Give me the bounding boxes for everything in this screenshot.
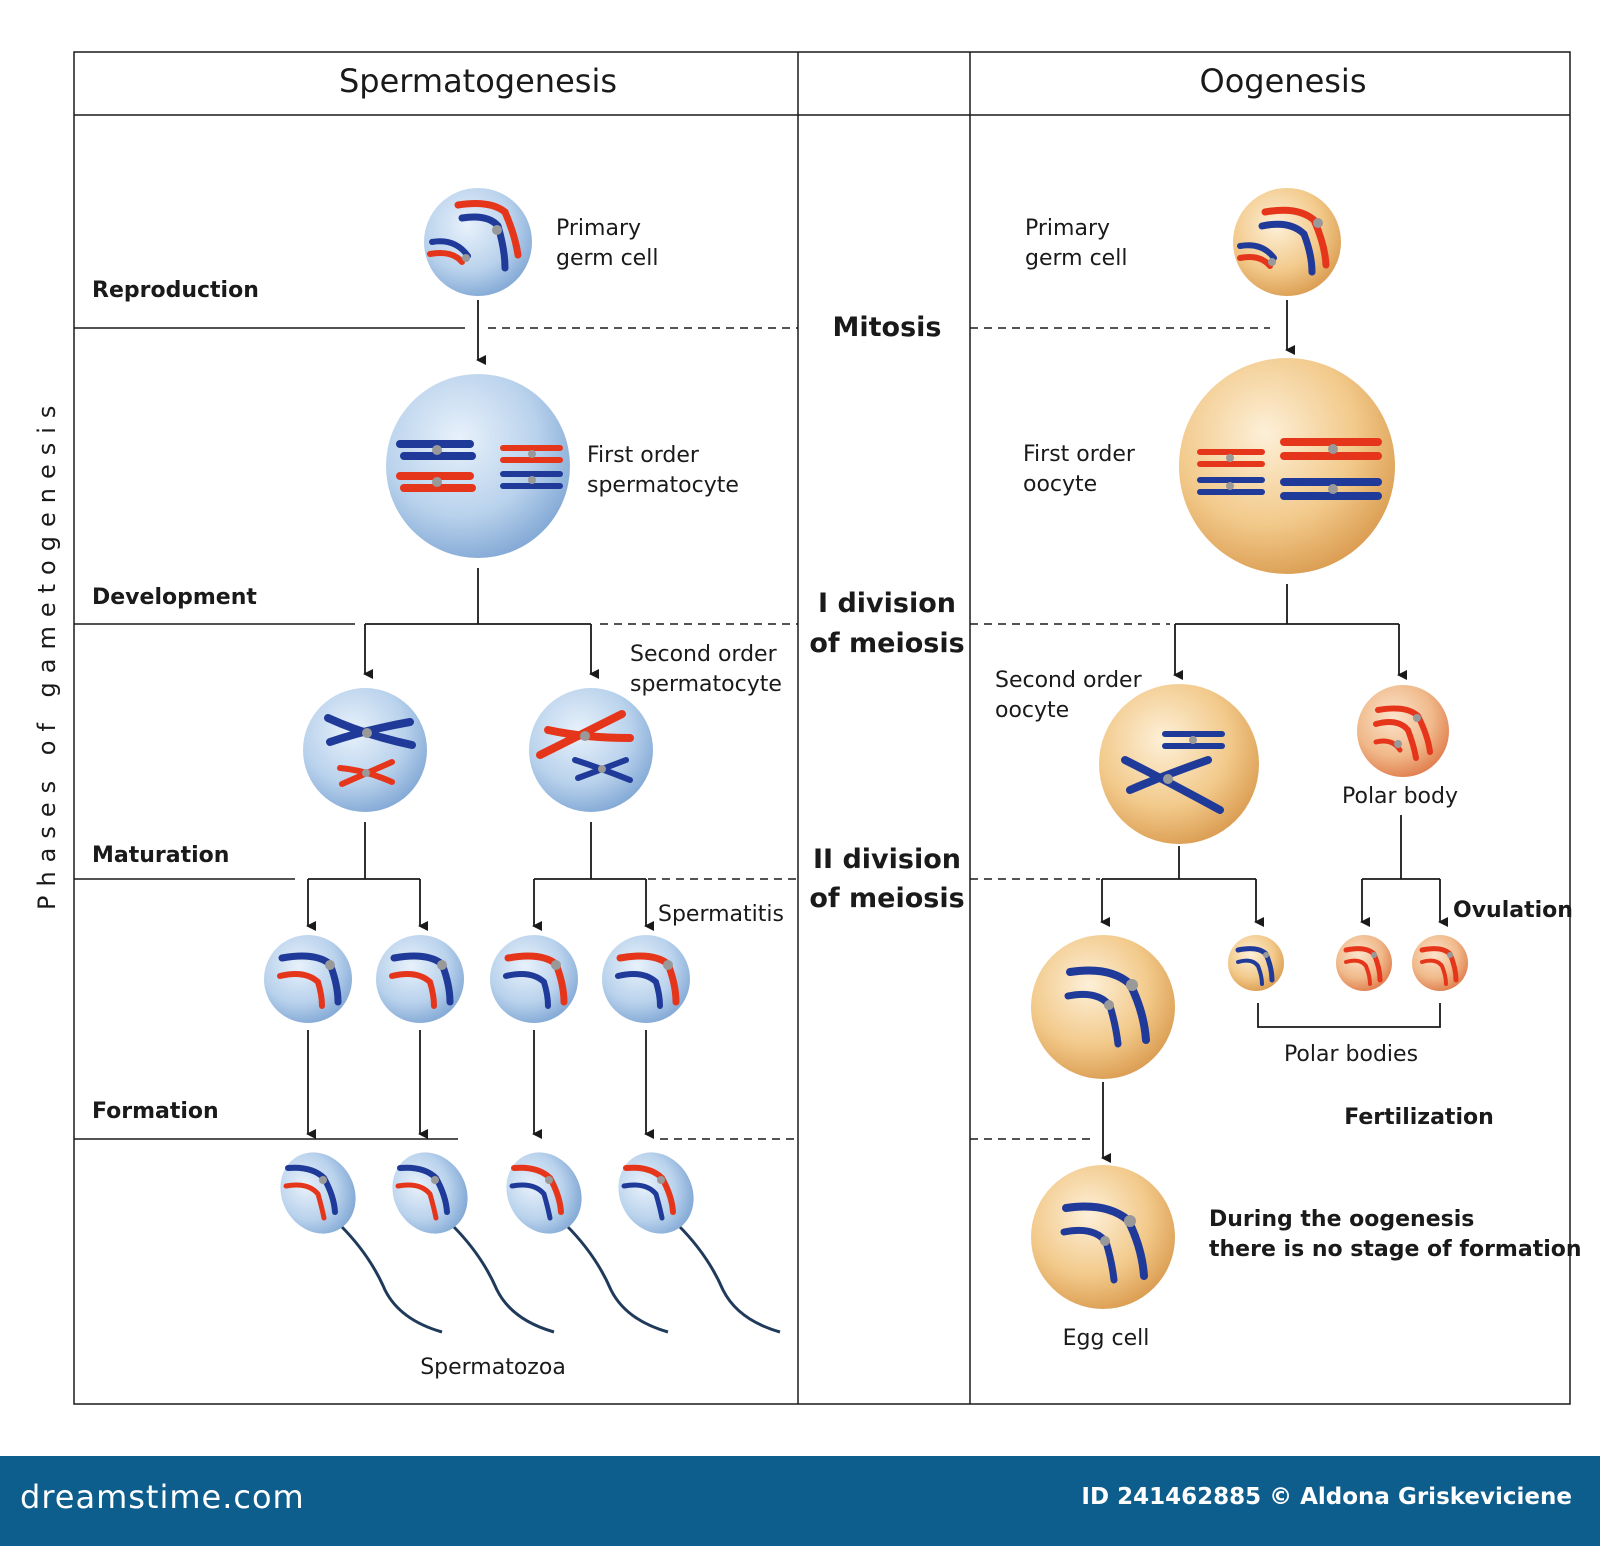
polar-body-label: Polar body xyxy=(1342,784,1458,809)
spermatozoon-2 xyxy=(392,1152,555,1334)
egg-cell-label: Egg cell xyxy=(1063,1326,1150,1351)
polar-body-small-2 xyxy=(1336,935,1392,991)
label-meiosis1-line1: I division xyxy=(818,588,956,619)
oo-primary-label-1: Primary xyxy=(1025,216,1110,241)
second-order-spermatocyte-label-1: Second order xyxy=(630,642,778,667)
table-frame xyxy=(73,51,1571,1405)
phase-formation: Formation xyxy=(92,1099,219,1124)
fertilization-label: Fertilization xyxy=(1344,1105,1494,1130)
first-order-oocyte xyxy=(1179,358,1395,574)
label-meiosis2-line1: II division xyxy=(813,844,961,875)
first-polar-body xyxy=(1357,685,1449,777)
second-order-spermatocyte-left xyxy=(303,688,427,812)
phase-separators xyxy=(74,327,465,1140)
side-title: Phases of gametogenesis xyxy=(33,397,61,910)
arrows-sperm-meiosis1 xyxy=(363,568,599,679)
footer-brand-logo[interactable]: dreamstime.com xyxy=(20,1478,305,1516)
second-order-spermatocyte-right xyxy=(529,688,653,812)
phase-reproduction: Reproduction xyxy=(92,278,259,303)
first-order-spermatocyte-label-2: spermatocyte xyxy=(587,473,739,498)
arrows-sperm-meiosis2 xyxy=(306,822,654,931)
second-order-oocyte-label-2: oocyte xyxy=(995,698,1069,723)
spermatozoon-3 xyxy=(506,1152,669,1334)
header-spermatogenesis: Spermatogenesis xyxy=(339,62,617,100)
sperm-primary-label-2: germ cell xyxy=(556,246,658,271)
phase-development: Development xyxy=(92,585,257,610)
oogenesis-note-line-1: During the oogenesis xyxy=(1209,1207,1474,1232)
polar-bodies-label: Polar bodies xyxy=(1284,1042,1418,1067)
sperm-primary-label-1: Primary xyxy=(556,216,641,241)
arrows-oo-meiosis2 xyxy=(1100,815,1448,927)
oo-primary-germ-cell xyxy=(1233,188,1341,296)
oogenesis-note-line-2: there is no stage of formation xyxy=(1209,1237,1582,1262)
polar-bodies-bracket xyxy=(1257,1003,1441,1028)
second-order-oocyte-label-1: Second order xyxy=(995,668,1143,693)
first-order-spermatocyte-label-1: First order xyxy=(587,443,700,468)
arrows-oo-meiosis1 xyxy=(1173,584,1407,680)
second-order-oocyte xyxy=(1099,684,1259,844)
polar-body-small-1 xyxy=(1228,935,1284,991)
polar-body-small-3 xyxy=(1412,935,1468,991)
second-order-spermatocyte-label-2: spermatocyte xyxy=(630,672,782,697)
first-order-spermatocyte xyxy=(386,374,570,558)
spermatozoon-1 xyxy=(280,1152,443,1334)
oo-primary-label-2: germ cell xyxy=(1025,246,1127,271)
arrows-sperm-formation xyxy=(306,1030,654,1139)
mature-ovum xyxy=(1031,935,1175,1079)
spermatozoon-4 xyxy=(618,1152,781,1334)
gametogenesis-diagram: Spermatogenesis Oogenesis Phases of game… xyxy=(33,51,1582,1405)
label-meiosis1-line2: of meiosis xyxy=(809,628,964,659)
spermatid-2 xyxy=(376,935,464,1023)
spermatid-1 xyxy=(264,935,352,1023)
dashed-separators xyxy=(488,327,1270,1140)
spermatids-label: Spermatitis xyxy=(658,902,784,927)
egg-cell xyxy=(1031,1165,1175,1309)
first-order-oocyte-label-2: oocyte xyxy=(1023,472,1097,497)
label-mitosis: Mitosis xyxy=(833,312,942,343)
phase-maturation: Maturation xyxy=(92,843,229,868)
first-order-oocyte-label-1: First order xyxy=(1023,442,1136,467)
spermatozoa-label: Spermatozoa xyxy=(420,1355,566,1380)
label-meiosis2-line2: of meiosis xyxy=(809,883,964,914)
sperm-primary-germ-cell xyxy=(424,188,532,296)
footer-credit: ID 241462885 © Aldona Griskeviciene xyxy=(1081,1484,1572,1510)
footer-bar: dreamstime.com ID 241462885 © Aldona Gri… xyxy=(0,1456,1600,1546)
spermatid-4 xyxy=(602,935,690,1023)
ovulation-label: Ovulation xyxy=(1453,898,1573,923)
spermatid-3 xyxy=(490,935,578,1023)
header-oogenesis: Oogenesis xyxy=(1200,62,1367,100)
